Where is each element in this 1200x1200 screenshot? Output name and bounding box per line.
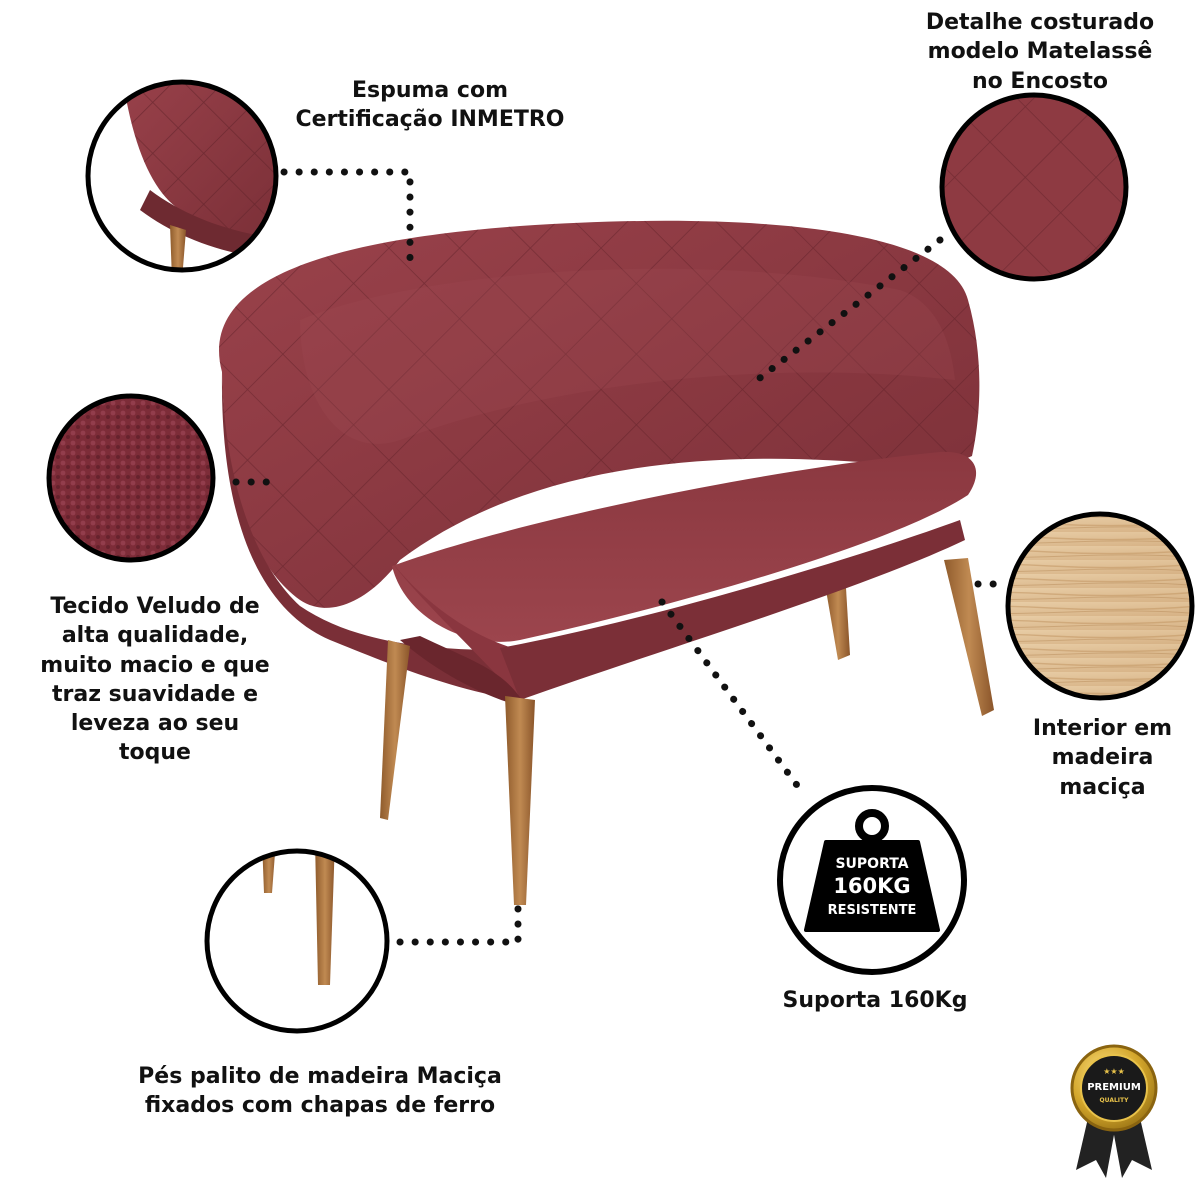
- label-matelasse: Detalhe costurado modelo Matelassê no En…: [900, 8, 1180, 96]
- premium-seal: ★★★ PREMIUM QUALITY: [1070, 1044, 1158, 1178]
- label-tecido-line: muito macio e que: [40, 652, 270, 678]
- sofa-leg-back-right: [944, 558, 994, 716]
- weight-icon: [804, 840, 940, 932]
- label-tecido-line: toque: [119, 740, 191, 766]
- weight-badge-line2: 160KG: [833, 874, 910, 898]
- seal-line1: PREMIUM: [1087, 1082, 1141, 1093]
- label-interior: Interior em madeira maciça: [1010, 714, 1195, 802]
- label-tecido-line: alta qualidade,: [61, 623, 249, 649]
- leader-pes: [396, 891, 522, 946]
- leader-suporta: [658, 598, 806, 796]
- detail-circle-espuma: [85, 79, 279, 273]
- sofa-front-arm: [221, 372, 520, 700]
- seal-stars-icon: ★★★: [1103, 1067, 1125, 1076]
- sofa-seat: [392, 451, 977, 642]
- detail-circle-matelasse: [939, 92, 1129, 282]
- label-pes-line: fixados com chapas de ferro: [144, 1093, 496, 1119]
- sofa: [219, 220, 994, 905]
- label-interior-line: madeira: [1051, 745, 1154, 771]
- seal-line2: QUALITY: [1100, 1097, 1130, 1104]
- label-matelasse-line: Detalhe costurado: [925, 10, 1155, 35]
- sofa-leg-front-center: [505, 696, 535, 905]
- label-suporta-line: Suporta 160Kg: [782, 988, 968, 1013]
- label-tecido-line: leveza ao seu: [70, 711, 240, 736]
- sofa-leg-back-left: [826, 588, 850, 660]
- label-espuma-line: Espuma com: [351, 78, 509, 103]
- label-matelasse-line: no Encosto: [971, 68, 1108, 94]
- label-interior-line: Interior em: [1032, 716, 1173, 741]
- label-pes-line: Pés palito de madeira Maciça: [138, 1064, 502, 1089]
- sofa-leg-front-left: [380, 640, 410, 820]
- leader-lines: [232, 168, 1004, 946]
- weight-badge-line3: RESISTENTE: [828, 903, 917, 918]
- detail-circle-wood: [1005, 511, 1195, 701]
- label-espuma-line: Certificação INMETRO: [295, 107, 565, 133]
- label-interior-line: maciça: [1059, 774, 1146, 800]
- label-espuma: Espuma com Certificação INMETRO: [270, 76, 590, 135]
- sofa-base-panel: [500, 520, 965, 700]
- label-tecido-line: Tecido Veludo de: [50, 594, 260, 619]
- seal-ribbon-right: [1112, 1118, 1152, 1178]
- seal-ribbon-left: [1076, 1118, 1116, 1178]
- leader-matelasse: [748, 236, 944, 388]
- label-matelasse-line: modelo Matelassê: [927, 39, 1153, 65]
- detail-circle-legs: [204, 848, 390, 1034]
- label-tecido: Tecido Veludo de alta qualidade, muito m…: [20, 592, 290, 768]
- weight-icon-hook: [855, 809, 889, 843]
- leader-espuma: [280, 168, 414, 276]
- label-pes: Pés palito de madeira Maciça fixados com…: [110, 1062, 530, 1121]
- label-tecido-line: traz suavidade e: [51, 681, 258, 707]
- weight-badge-line1: SUPORTA: [835, 856, 908, 872]
- weight-badge: SUPORTA 160KG RESISTENTE: [777, 785, 967, 975]
- detail-circle-velvet: [46, 393, 216, 563]
- label-suporta: Suporta 160Kg: [760, 986, 990, 1015]
